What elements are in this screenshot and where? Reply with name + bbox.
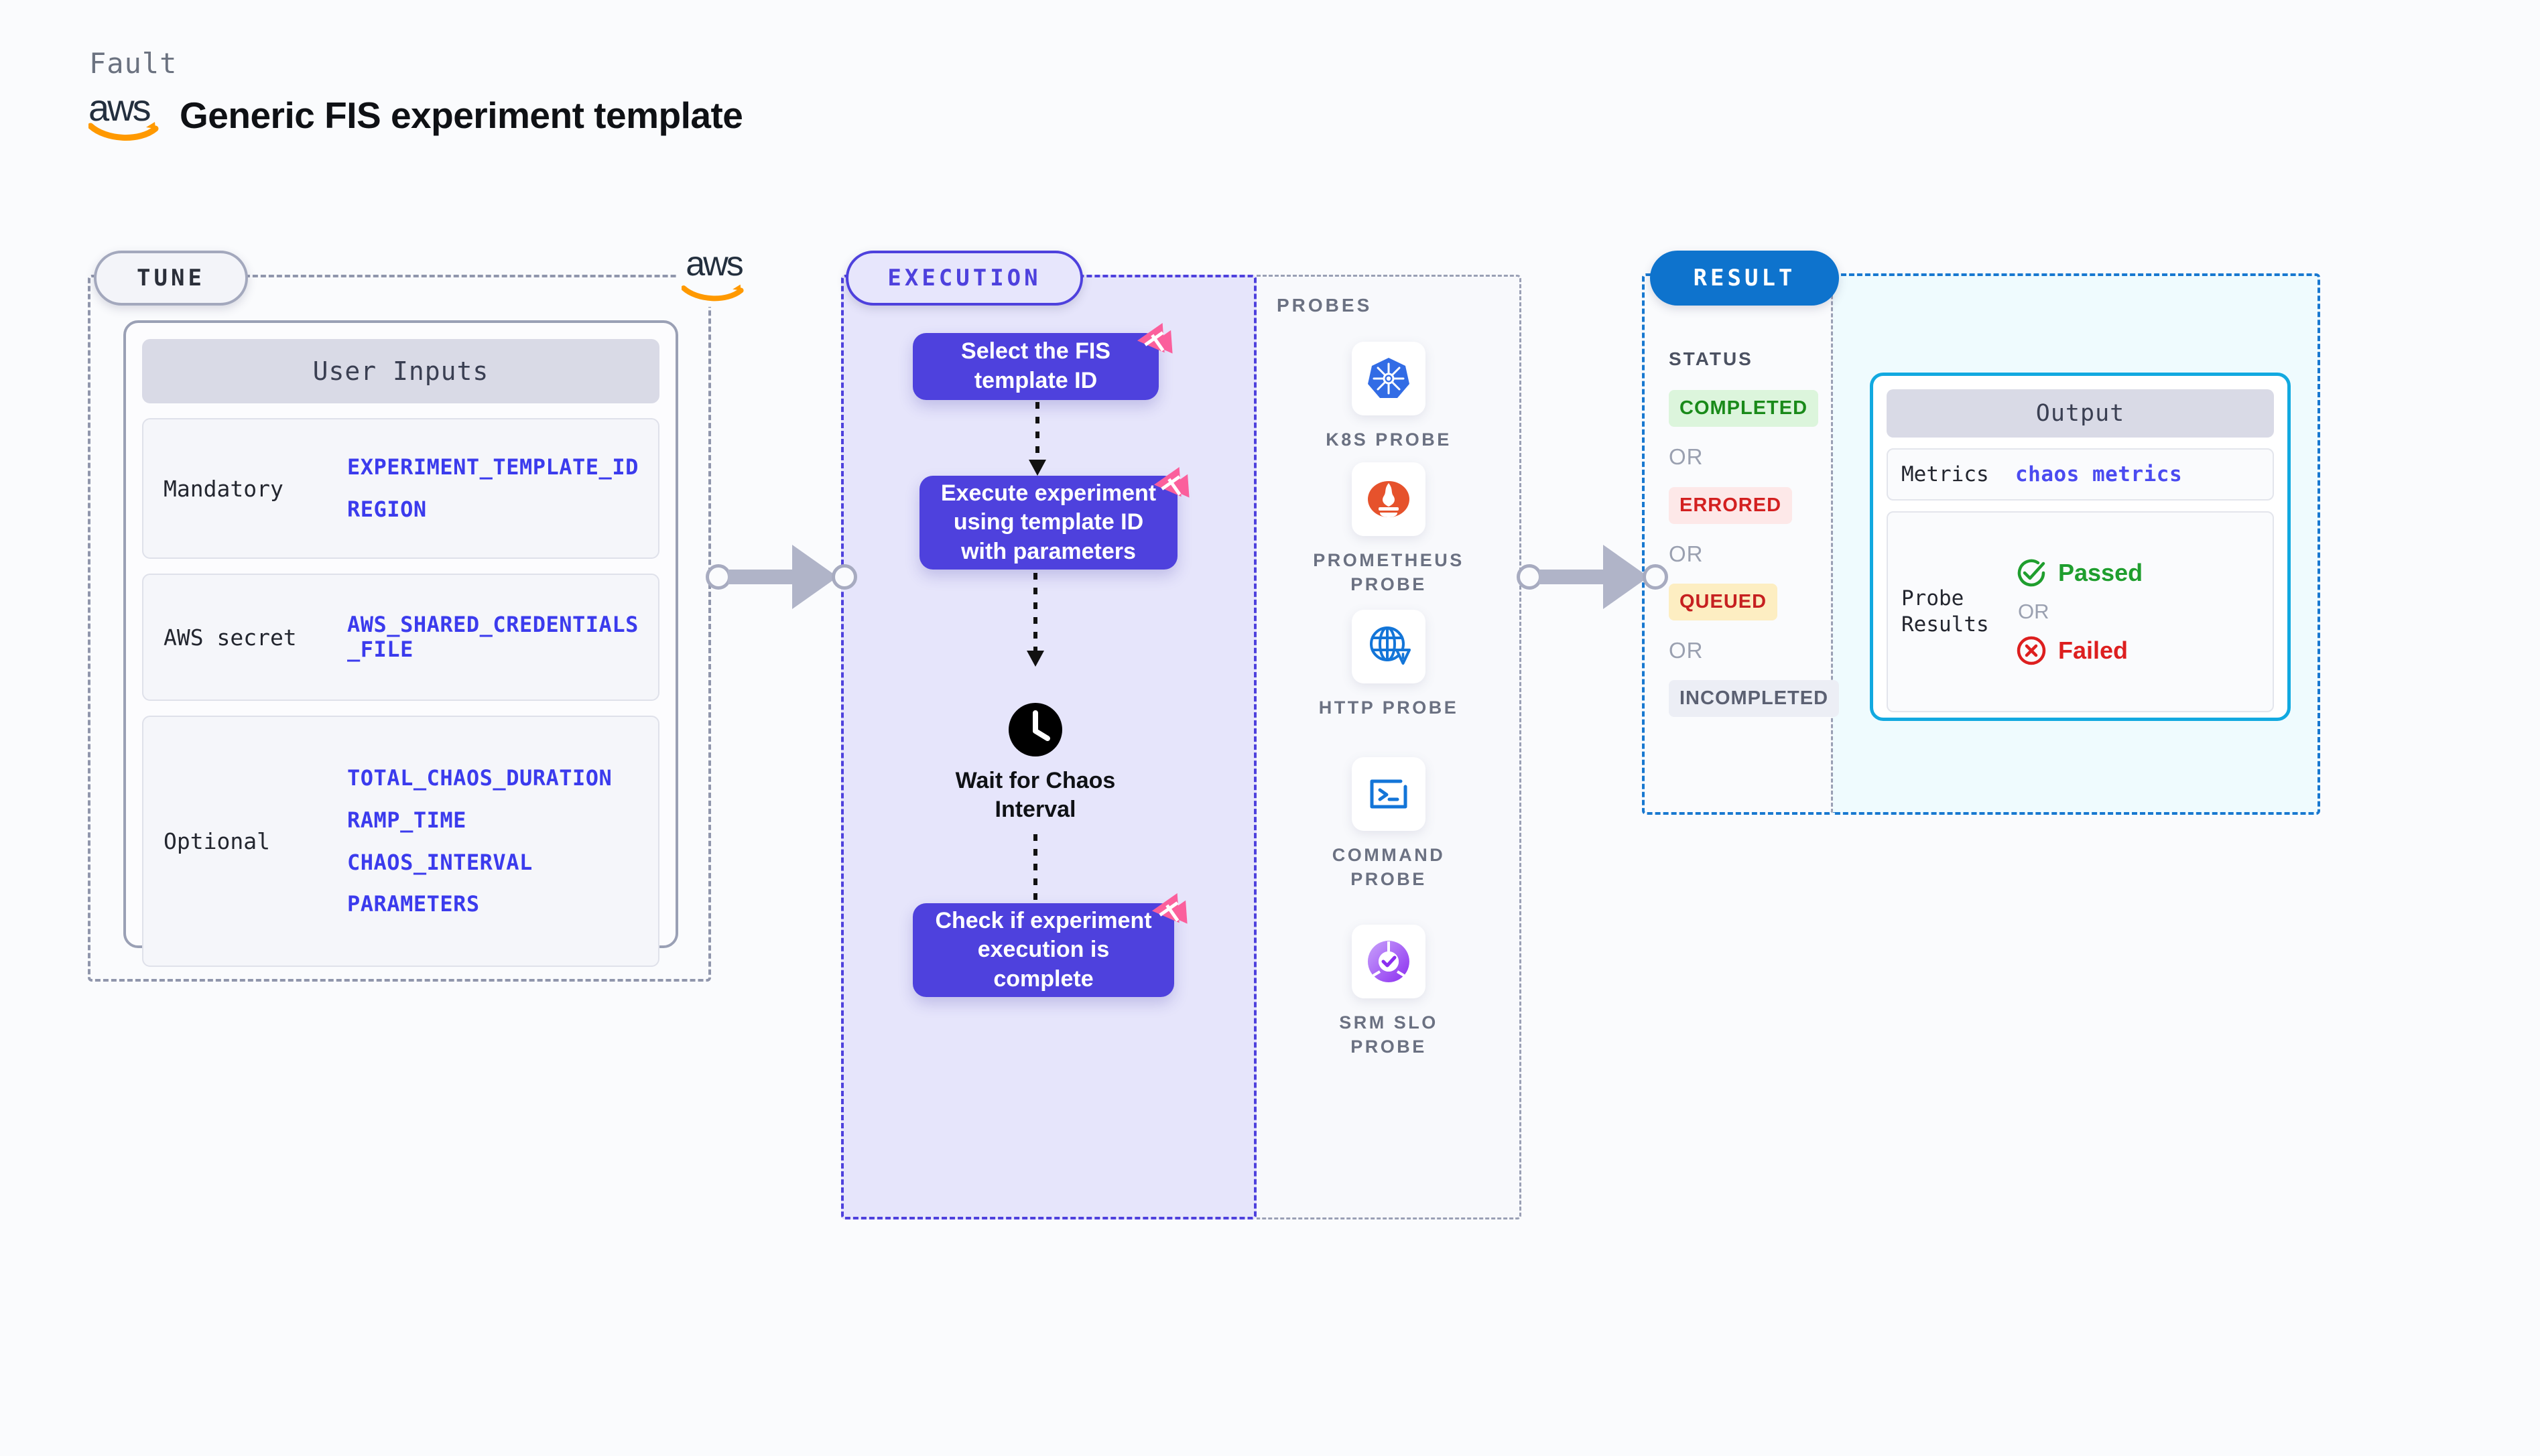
input-value: PARAMETERS — [347, 891, 480, 917]
connector-tune-to-execution — [706, 545, 857, 616]
probe-label: HTTP PROBE — [1318, 698, 1459, 718]
status-badge-text: ERRORED — [1679, 494, 1782, 516]
metrics-label: Metrics — [1901, 462, 1989, 486]
prometheus-icon — [1368, 481, 1409, 517]
page-header: Fault aws Generic FIS experiment templat… — [87, 47, 743, 141]
clock-icon — [1009, 703, 1062, 756]
wait-label: Wait for Chaos Interval — [955, 768, 1116, 822]
stage-pill-execution[interactable]: EXECUTION — [846, 251, 1083, 306]
connector-arrowhead — [792, 545, 838, 609]
probes-zone — [1257, 275, 1521, 1219]
status-section-label: STATUS — [1669, 348, 1753, 369]
probe-tile — [1352, 462, 1425, 536]
connector-line — [1539, 570, 1612, 584]
flow-step-check-complete[interactable]: Check if experiment execution is complet… — [913, 903, 1174, 997]
x-circle-icon — [2017, 636, 2046, 665]
terminal-icon — [1370, 779, 1407, 809]
input-value: TOTAL_CHAOS_DURATION — [347, 765, 613, 791]
output-card: Output Metrics chaos metrics Probe Resul… — [1870, 373, 2291, 721]
input-group-mandatory: Mandatory EXPERIMENT_TEMPLATE_ID REGION — [142, 418, 659, 559]
input-group-label: AWS secret — [164, 624, 297, 651]
result-status-zone — [1642, 273, 1833, 815]
check-circle-icon — [2017, 559, 2045, 587]
status-badge-completed: COMPLETED — [1669, 390, 1819, 427]
flow-step-label: Execute experiment using template ID wit… — [940, 480, 1157, 564]
probes-section-label: PROBES — [1277, 295, 1373, 316]
probe-label: SRM SLO PROBE — [1339, 1012, 1438, 1057]
aws-wordmark: aws — [88, 86, 151, 129]
input-value: CHAOS_INTERVAL — [347, 849, 533, 875]
probe-result-failed: Failed — [2015, 635, 2143, 667]
probe-tile — [1352, 757, 1425, 831]
status-badge-text: QUEUED — [1679, 591, 1767, 612]
connector-endpoint — [1643, 564, 1668, 590]
input-group-aws-secret: AWS secret AWS_SHARED_CREDENTIALS _FILE — [142, 574, 659, 701]
probe-tile — [1352, 610, 1425, 683]
probe-prometheus[interactable]: PROMETHEUS PROBE — [1301, 462, 1476, 597]
or-separator: OR — [1669, 541, 1704, 566]
output-row-metrics: Metrics chaos metrics — [1887, 448, 2274, 501]
probe-k8s[interactable]: K8S PROBE — [1301, 342, 1476, 452]
aws-logo: aws — [87, 89, 166, 141]
connector-line — [728, 570, 802, 584]
flow-step-select-template[interactable]: Select the FIS template ID — [913, 333, 1159, 400]
probe-results-label: Probe Results — [1901, 586, 1989, 637]
user-inputs-title: User Inputs — [142, 339, 659, 403]
stage-pill-tune[interactable]: TUNE — [94, 251, 248, 306]
status-badge-text: COMPLETED — [1679, 397, 1808, 419]
flow-arrow — [1027, 573, 1044, 667]
probe-result-passed: Passed — [2015, 557, 2143, 589]
srm-slo-icon — [1367, 941, 1409, 982]
status-badge-text: INCOMPLETED — [1679, 687, 1829, 709]
probe-tile — [1352, 342, 1425, 415]
or-separator: OR — [1669, 638, 1704, 663]
or-separator: OR — [2018, 600, 2049, 623]
aws-smile-icon — [88, 122, 159, 141]
probe-label: PROMETHEUS PROBE — [1313, 550, 1464, 595]
or-separator: OR — [1669, 444, 1704, 469]
input-value: RAMP_TIME — [347, 807, 466, 833]
user-inputs-card: User Inputs Mandatory EXPERIMENT_TEMPLAT… — [123, 320, 678, 967]
probe-http[interactable]: HTTP PROBE — [1301, 610, 1476, 720]
input-value: AWS_SHARED_CREDENTIALS _FILE — [347, 612, 639, 662]
probe-tile — [1352, 925, 1425, 998]
metrics-value: chaos metrics — [2015, 462, 2183, 486]
input-value: EXPERIMENT_TEMPLATE_ID — [347, 454, 639, 480]
input-group-optional: Optional TOTAL_CHAOS_DURATION RAMP_TIME … — [142, 716, 659, 967]
output-row-probe-results: Probe Results Passed OR Failed — [1887, 511, 2274, 712]
stage-pill-result[interactable]: RESULT — [1650, 251, 1839, 306]
connector-arrowhead — [1603, 545, 1649, 609]
status-badge-incompleted: INCOMPLETED — [1669, 680, 1840, 717]
input-group-label: Mandatory — [164, 475, 283, 502]
flow-arrow — [1029, 402, 1046, 476]
aws-badge-icon: aws — [677, 243, 751, 307]
connector-execution-to-result — [1517, 545, 1668, 616]
probe-result-passed-text: Passed — [2058, 559, 2143, 586]
status-badge-errored: ERRORED — [1669, 487, 1793, 524]
eyebrow-label: Fault — [89, 47, 178, 80]
probe-srm-slo[interactable]: SRM SLO PROBE — [1301, 925, 1476, 1059]
tune-zone — [88, 275, 711, 982]
probe-label: K8S PROBE — [1326, 429, 1452, 450]
output-title: Output — [1887, 389, 2274, 438]
kubernetes-icon — [1368, 358, 1409, 398]
flow-step-label: Select the FIS template ID — [961, 338, 1110, 393]
flow-step-label: Check if experiment execution is complet… — [935, 907, 1152, 992]
connector-endpoint — [832, 564, 857, 590]
aws-badge-wordmark: aws — [686, 245, 744, 283]
flow-step-execute-experiment[interactable]: Execute experiment using template ID wit… — [919, 476, 1178, 570]
aws-badge-smile-icon — [682, 284, 744, 302]
probe-label: COMMAND PROBE — [1332, 845, 1446, 890]
input-group-label: Optional — [164, 828, 270, 854]
status-badge-queued: QUEUED — [1669, 584, 1778, 620]
probe-command[interactable]: COMMAND PROBE — [1301, 757, 1476, 892]
http-globe-icon — [1370, 626, 1411, 665]
input-value: REGION — [347, 497, 427, 522]
page-title: Generic FIS experiment template — [180, 94, 743, 136]
flow-step-wait: Wait for Chaos Interval — [938, 702, 1133, 823]
probe-result-failed-text: Failed — [2058, 637, 2129, 664]
